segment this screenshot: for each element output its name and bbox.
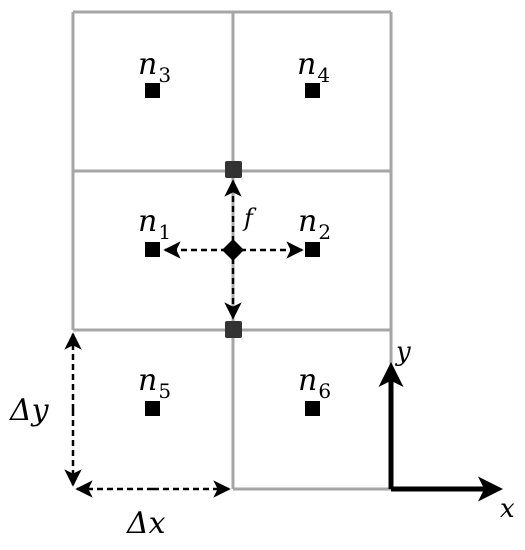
face-marker-bottom	[225, 321, 242, 338]
node-marker-n2	[305, 242, 320, 257]
node-marker-n6	[305, 401, 320, 416]
dy-label: Δy	[9, 393, 50, 428]
node-label-n2: n2	[298, 204, 331, 244]
node-marker-n5	[145, 401, 160, 416]
dx-label: Δx	[126, 506, 166, 541]
node-markers	[145, 83, 320, 416]
face-label: f	[242, 204, 257, 232]
node-label-n6: n6	[298, 363, 331, 403]
node-marker-n3	[145, 83, 160, 98]
coordinate-axes	[378, 362, 503, 502]
node-label-n5: n5	[138, 363, 171, 403]
node-marker-n1	[145, 242, 160, 257]
face-flux-arrows	[163, 179, 304, 320]
node-label-n4: n4	[297, 47, 330, 87]
node-marker-n4	[305, 83, 320, 98]
node-label-n1: n1	[138, 204, 171, 244]
y-axis-label: y	[395, 337, 411, 367]
x-axis-label: x	[500, 494, 515, 524]
face-center-diamond	[222, 239, 244, 261]
node-label-n3: n3	[138, 47, 171, 87]
spacing-arrows	[64, 332, 231, 498]
face-marker-top	[225, 161, 242, 178]
